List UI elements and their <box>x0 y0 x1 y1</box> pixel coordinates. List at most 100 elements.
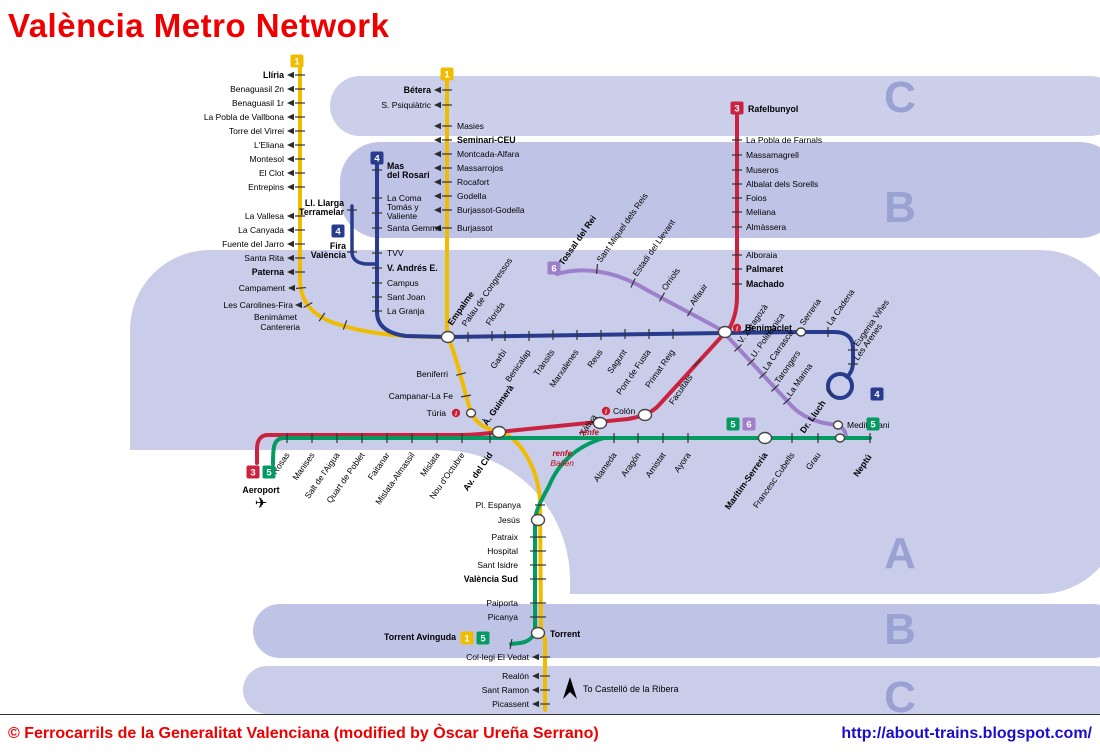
svg-text:Picassent: Picassent <box>492 699 529 709</box>
svg-text:Torrent: Torrent <box>550 629 580 639</box>
accessible-arrow-icon <box>288 284 295 292</box>
station-colon: Colón <box>613 406 653 422</box>
svg-text:Bailén: Bailén <box>550 458 574 468</box>
svg-text:Godella: Godella <box>457 191 487 201</box>
zone-letter-b-1: B <box>884 183 916 232</box>
station-foios: Foios <box>732 193 767 203</box>
svg-text:5: 5 <box>730 420 736 431</box>
svg-text:Massarrojos: Massarrojos <box>457 163 503 173</box>
svg-text:Pl. Espanya: Pl. Espanya <box>476 500 522 510</box>
accessible-arrow-icon <box>532 700 539 708</box>
station-entrepins: Entrepins <box>248 182 305 192</box>
line-5-badge-11: 5 <box>262 465 276 479</box>
zone-letter-c-4: C <box>884 673 916 722</box>
svg-text:Palmaret: Palmaret <box>746 264 783 274</box>
svg-text:5: 5 <box>870 420 876 431</box>
station-hospital: Hospital <box>487 546 546 556</box>
station-burjassot: Burjassot <box>434 223 493 233</box>
colon-info-icon: i <box>601 406 611 416</box>
station-palmaret: Palmaret <box>732 264 783 274</box>
line-1-badge-1: 1 <box>440 67 454 81</box>
svg-text:Campament: Campament <box>239 283 286 293</box>
line-4-badge-9: 4 <box>870 387 884 401</box>
station-fuente-del-jarro: Fuente del Jarro <box>222 239 305 249</box>
accessible-arrow-icon <box>287 141 294 149</box>
svg-text:Torrent Avinguda: Torrent Avinguda <box>384 632 456 642</box>
turia-info-icon: i <box>451 408 461 418</box>
station-beniferri: Beniferri <box>416 369 466 379</box>
line-3-badge-10: 3 <box>246 465 260 479</box>
accessible-arrow-icon <box>434 136 441 144</box>
svg-text:Túria: Túria <box>427 408 447 418</box>
svg-text:Santa Gemma: Santa Gemma <box>387 223 442 233</box>
station-masies: Masies <box>434 121 484 131</box>
accessible-arrow-icon <box>287 127 294 135</box>
station-campanar-la-fe: Campanar-La Fe <box>389 391 472 401</box>
svg-text:La Canyada: La Canyada <box>238 225 284 235</box>
line-4-badge-2: 4 <box>370 151 384 165</box>
svg-text:La Vallesa: La Vallesa <box>245 211 284 221</box>
svg-text:Foios: Foios <box>746 193 767 203</box>
benimaclet-info-icon: i <box>732 323 742 333</box>
bailen-label: Bailén <box>550 458 574 468</box>
station-santa-rita: Santa Rita <box>244 253 305 263</box>
svg-text:Sant Ramon: Sant Ramon <box>482 685 530 695</box>
accessible-arrow-icon <box>434 150 441 158</box>
svg-text:Beniferri: Beniferri <box>416 369 448 379</box>
svg-text:Seminari-CEU: Seminari-CEU <box>457 135 516 145</box>
svg-text:Almàssera: Almàssera <box>746 222 786 232</box>
svg-text:Benimàmet: Benimàmet <box>254 312 298 322</box>
station-betera: Bétera <box>404 85 452 95</box>
line-1-badge-12: 1 <box>460 631 474 645</box>
page-header: València Metro Network <box>0 0 1100 52</box>
castello-note: To Castelló de la Ribera <box>583 684 679 694</box>
station-valencia-sud: València Sud <box>464 574 546 584</box>
station-montcada-alfara: Montcada-Alfara <box>434 149 520 159</box>
svg-text:4: 4 <box>874 390 880 401</box>
accessible-arrow-icon <box>287 169 294 177</box>
accessible-arrow-icon <box>434 192 441 200</box>
station-machado: Machado <box>732 279 785 289</box>
svg-text:Montcada-Alfara: Montcada-Alfara <box>457 149 520 159</box>
line1-betera-branch <box>445 79 450 339</box>
station-montesol: Montesol <box>250 154 305 164</box>
station-pl-espanya: Pl. Espanya <box>476 500 545 510</box>
svg-text:Paterna: Paterna <box>252 267 284 277</box>
source-url-link[interactable]: http://about-trains.blogspot.com/ <box>841 724 1092 742</box>
accessible-arrow-icon <box>287 183 294 191</box>
svg-text:Les Carolines-Fira: Les Carolines-Fira <box>224 300 294 310</box>
svg-text:3: 3 <box>734 104 739 115</box>
svg-text:Sant Joan: Sant Joan <box>387 292 426 302</box>
station-benimaclet: Benimaclet <box>717 323 792 339</box>
svg-text:Llíria: Llíria <box>263 70 284 80</box>
line4-west <box>375 163 450 339</box>
station-la-coma: La Coma <box>372 193 422 203</box>
station-torre-del-virrei: Torre del Virrei <box>229 126 305 136</box>
svg-text:Campus: Campus <box>387 278 419 288</box>
svg-text:Albalat dels Sorells: Albalat dels Sorells <box>746 179 818 189</box>
svg-text:i: i <box>736 326 738 333</box>
svg-text:Massamagrell: Massamagrell <box>746 150 799 160</box>
svg-text:Rocafort: Rocafort <box>457 177 490 187</box>
svg-text:TVV: TVV <box>387 248 404 258</box>
zone-letter-b-3: B <box>884 605 916 654</box>
accessible-arrow-icon <box>295 301 302 309</box>
station-massamagrell: Massamagrell <box>732 150 799 160</box>
station-albalat-dels-sorells: Albalat dels Sorells <box>732 179 818 189</box>
station-la-canyada: La Canyada <box>238 225 305 235</box>
station-v-andres-e: V. Andrés E. <box>372 263 438 273</box>
svg-text:5: 5 <box>266 468 272 479</box>
svg-text:Entrepins: Entrepins <box>248 182 284 192</box>
svg-text:Bétera: Bétera <box>404 85 431 95</box>
svg-text:Benaguasil 2n: Benaguasil 2n <box>230 84 284 94</box>
svg-text:i: i <box>455 411 457 418</box>
line5-main <box>271 436 872 466</box>
svg-text:Burjassot-Godella: Burjassot-Godella <box>457 205 525 215</box>
station-alboraia: Alboraia <box>732 250 777 260</box>
svg-text:Burjassot: Burjassot <box>457 223 493 233</box>
svg-text:Hospital: Hospital <box>487 546 518 556</box>
svg-text:Meliana: Meliana <box>746 207 776 217</box>
